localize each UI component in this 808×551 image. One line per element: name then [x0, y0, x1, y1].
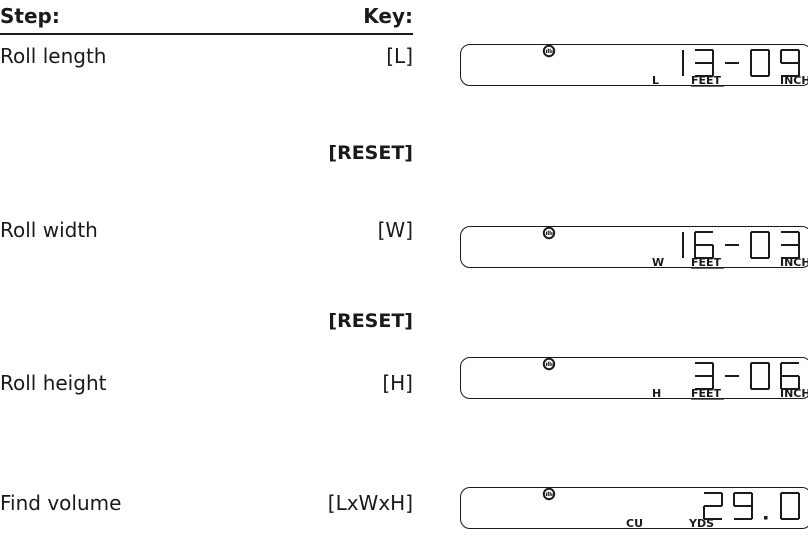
- step-column-header: Step:: [0, 4, 60, 28]
- lcd-digit: [703, 492, 723, 520]
- lcd-dimension-label: CU: [626, 517, 643, 530]
- lcd-display-roll-height: H FEET INCH: [460, 357, 808, 400]
- lcd-unit-label: YDS: [688, 517, 714, 530]
- lcd-unit-label: INCH: [780, 256, 808, 269]
- lcd-unit-label: INCH: [780, 387, 808, 400]
- lcd-dimension-label: L: [652, 74, 659, 87]
- lcd-graphic: H FEET INCH: [542, 357, 808, 400]
- lcd-digit: [695, 362, 714, 390]
- lcd-display-roll-length: L FEET INCH: [460, 44, 808, 87]
- hand-icon: [542, 357, 556, 371]
- step-label-roll-height: Roll height: [0, 371, 107, 395]
- lcd-digit: [780, 49, 800, 77]
- lcd-unit-label: FEET: [691, 387, 722, 400]
- lcd-digit: [695, 49, 714, 77]
- step-label-find-volume: Find volume: [0, 491, 122, 515]
- key-label-length: [L]: [386, 44, 413, 68]
- key-label-volume: [LxWxH]: [327, 491, 413, 515]
- lcd-digit: [694, 231, 714, 259]
- reset-key-label: [RESET]: [328, 142, 413, 164]
- lcd-unit-label: FEET: [691, 256, 722, 269]
- key-label-height: [H]: [382, 371, 413, 395]
- lcd-unit-label: INCH: [780, 74, 808, 87]
- step-label-roll-length: Roll length: [0, 44, 107, 68]
- lcd-dimension-label: H: [652, 387, 661, 400]
- lcd-graphic: L FEET INCH: [542, 44, 808, 87]
- lcd-digit: [750, 231, 770, 259]
- step-label-roll-width: Roll width: [0, 218, 98, 242]
- header-rule: [0, 33, 413, 35]
- lcd-display-roll-width: W FEET INCH: [460, 226, 808, 269]
- lcd-unit-label: FEET: [691, 74, 722, 87]
- key-label-width: [W]: [377, 218, 413, 242]
- lcd-dimension-label: W: [652, 256, 664, 269]
- hand-icon: [542, 226, 556, 240]
- lcd-digit: [764, 516, 768, 520]
- reset-key-label: [RESET]: [328, 310, 413, 332]
- lcd-digit: [750, 49, 770, 77]
- lcd-display-volume: CU YDS: [460, 487, 808, 530]
- lcd-digit: [780, 362, 800, 390]
- lcd-digit: [780, 492, 800, 520]
- hand-icon: [542, 44, 556, 58]
- key-column-header: Key:: [363, 4, 413, 28]
- lcd-digit: [733, 492, 753, 520]
- hand-icon: [542, 487, 556, 501]
- lcd-digit: [781, 231, 800, 259]
- lcd-digit: [750, 362, 770, 390]
- lcd-graphic: CU YDS: [542, 487, 800, 530]
- lcd-graphic: W FEET INCH: [542, 226, 808, 269]
